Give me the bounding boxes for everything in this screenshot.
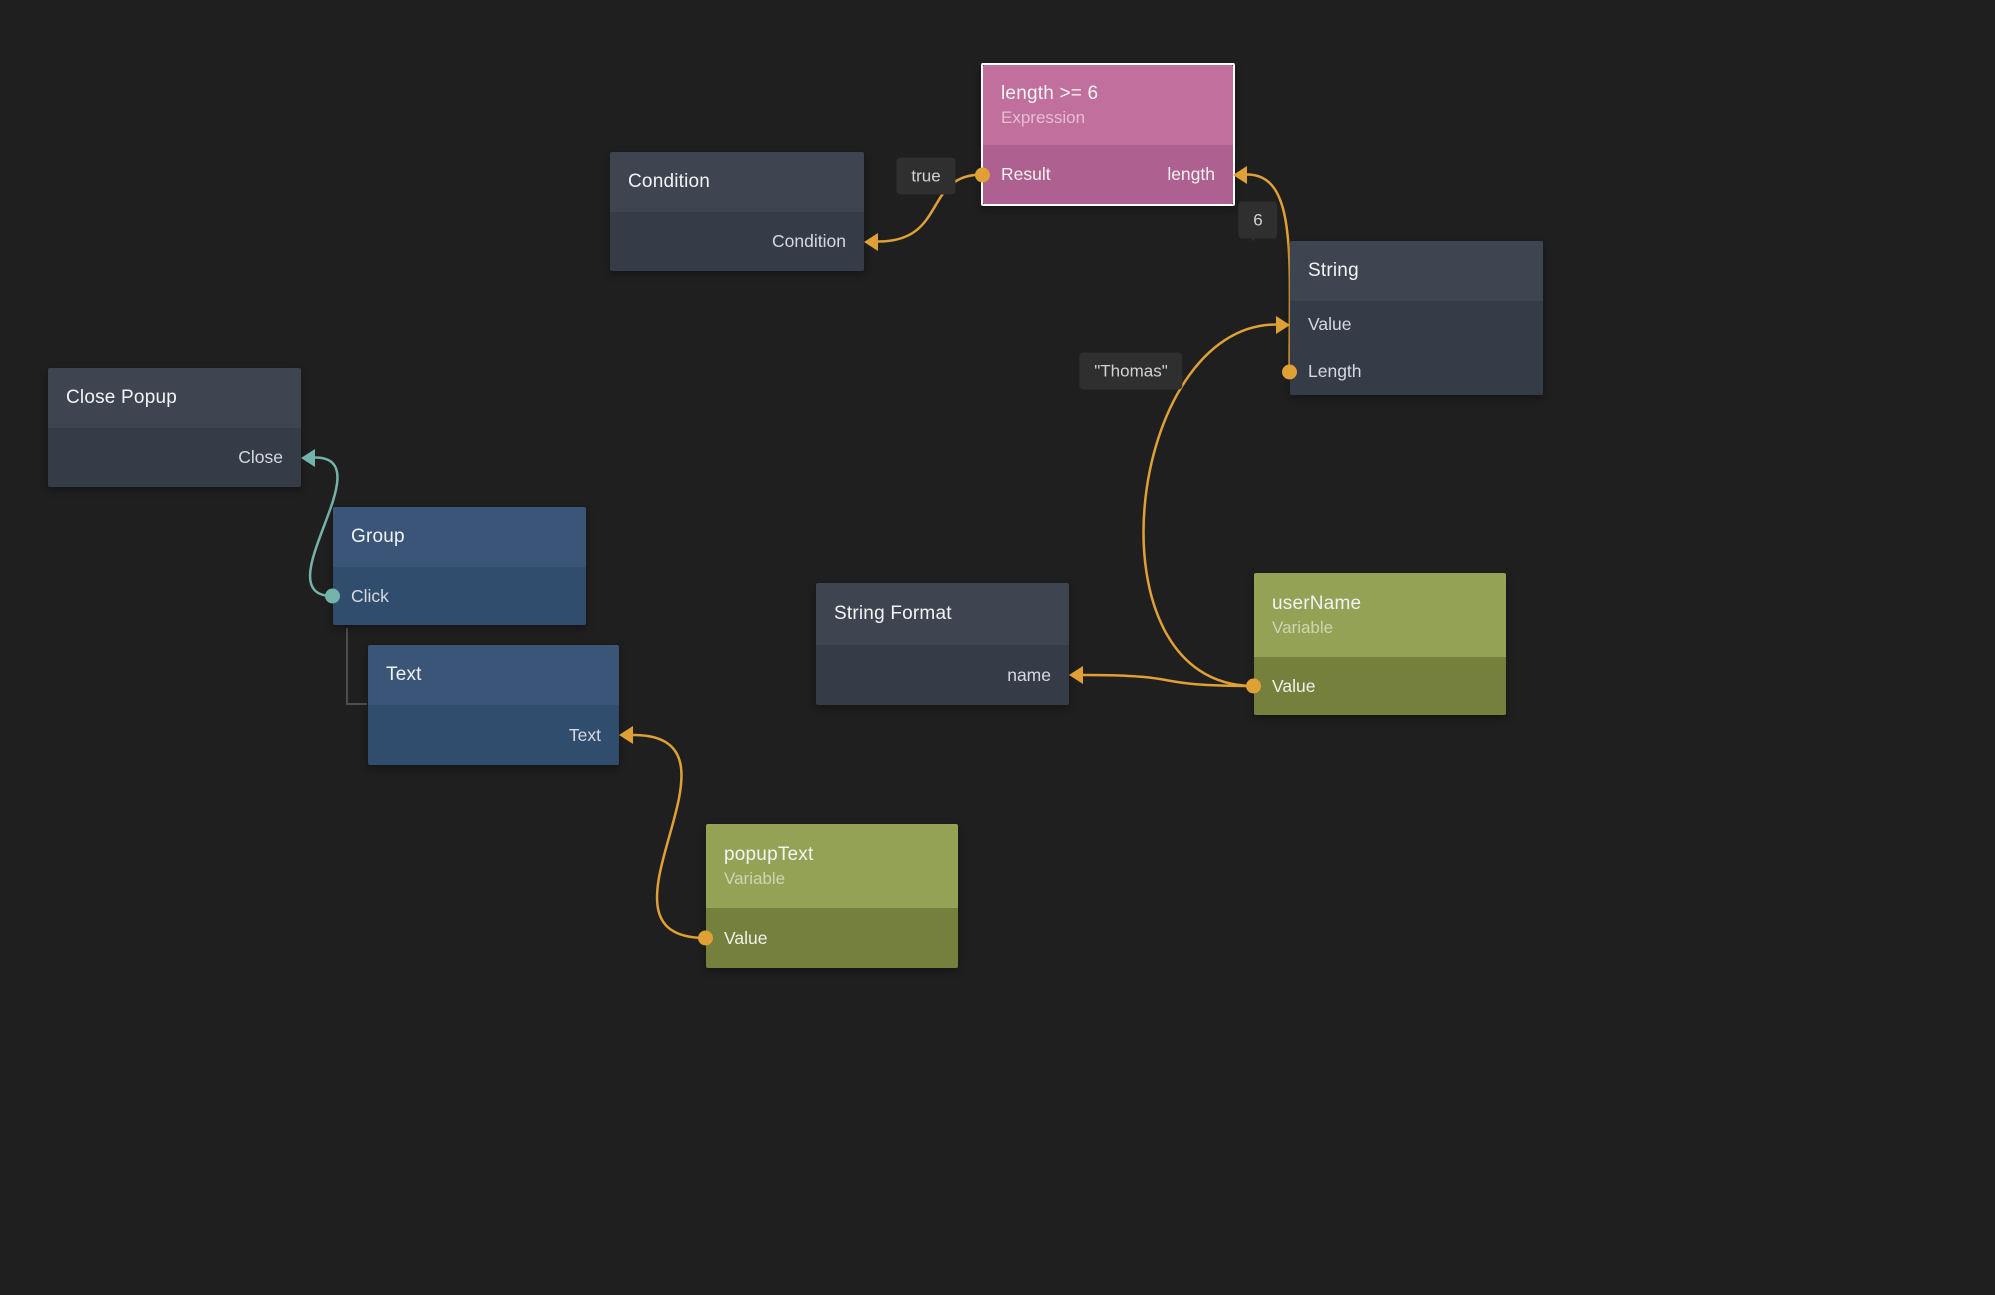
node-subtitle: Variable <box>1272 617 1334 637</box>
port-connector-dot[interactable] <box>1246 678 1261 694</box>
port-connector-dot[interactable] <box>1282 364 1297 379</box>
port-connector-arrow[interactable] <box>1069 666 1083 684</box>
node-body: Value <box>1246 657 1506 715</box>
port-row: Text <box>368 705 633 765</box>
port-label-value: Value <box>1272 675 1316 696</box>
node-subtitle: Variable <box>724 868 786 888</box>
node-body: Condition <box>610 212 878 271</box>
node-username-variable[interactable]: userName Variable Value <box>1246 573 1506 715</box>
port-connector-arrow[interactable] <box>1276 315 1290 334</box>
port-label-close: Close <box>238 447 283 467</box>
port-label-length: length <box>1167 164 1215 184</box>
port-label-value: Value <box>1308 314 1352 334</box>
port-row: Value <box>1246 657 1506 715</box>
port-row: Value <box>698 908 958 968</box>
port-label-value: Value <box>724 927 768 948</box>
port-label-condition: Condition <box>772 231 846 251</box>
node-string-format[interactable]: String Format name <box>816 583 1083 705</box>
node-header: Condition <box>610 152 864 212</box>
node-header: length >= 6 Expression <box>983 65 1233 145</box>
connection-wire[interactable] <box>632 733 706 940</box>
port-label-result: Result <box>1001 164 1051 184</box>
node-title: String <box>1308 260 1359 281</box>
connection-wire[interactable] <box>308 456 339 598</box>
port-label-text: Text <box>568 724 601 745</box>
port-connector-dot[interactable] <box>698 930 713 946</box>
node-title: userName <box>1272 592 1362 614</box>
port-connector-arrow[interactable] <box>864 232 878 251</box>
node-title: Condition <box>628 171 711 192</box>
node-body: Click <box>325 567 586 625</box>
port-row: name <box>816 645 1083 705</box>
node-header: String <box>1290 241 1543 301</box>
port-row: Click <box>325 567 586 625</box>
node-subtitle: Expression <box>1001 107 1086 127</box>
connection-value-badge: 6 <box>1238 201 1278 242</box>
port-row: Condition <box>610 212 878 271</box>
node-body: Value Length <box>1276 301 1543 395</box>
node-header: Group <box>333 507 586 567</box>
port-row: Result length <box>975 145 1247 204</box>
node-close-popup[interactable]: Close Popup Close <box>48 368 315 487</box>
node-expression[interactable]: length >= 6 Expression Result length <box>975 63 1247 206</box>
port-label-click: Click <box>351 585 389 606</box>
node-popuptext-variable[interactable]: popupText Variable Value <box>698 824 958 968</box>
connection-wire[interactable] <box>1142 323 1277 688</box>
node-header: popupText Variable <box>706 824 958 908</box>
node-group[interactable]: Group Click <box>325 507 586 625</box>
node-title: Text <box>386 664 422 685</box>
port-connector-dot[interactable] <box>975 167 990 182</box>
port-connector-arrow[interactable] <box>1233 165 1247 184</box>
port-row: Value <box>1276 301 1543 348</box>
node-header: Close Popup <box>48 368 301 428</box>
node-body: Value <box>698 908 958 968</box>
connection-wire[interactable] <box>1082 673 1254 688</box>
connection-value-badge: "Thomas" <box>1079 352 1183 390</box>
port-row: Length <box>1282 348 1543 395</box>
port-connector-dot[interactable] <box>325 588 340 604</box>
hierarchy-line <box>346 628 367 705</box>
port-label-length: Length <box>1308 361 1362 381</box>
node-body: Text <box>368 705 633 765</box>
node-header: Text <box>368 645 619 705</box>
port-connector-arrow[interactable] <box>619 726 633 744</box>
node-title: String Format <box>834 603 952 624</box>
port-row: Close <box>48 428 315 487</box>
port-connector-arrow[interactable] <box>301 448 315 467</box>
node-body: Result length <box>975 145 1247 204</box>
connection-value-badge: true <box>896 157 956 195</box>
node-body: name <box>816 645 1083 705</box>
node-text[interactable]: Text Text <box>368 645 633 765</box>
node-title: Group <box>351 526 405 547</box>
connection-wire[interactable] <box>877 173 983 243</box>
node-title: length >= 6 <box>1001 82 1099 104</box>
port-label-name: name <box>1007 664 1051 685</box>
node-condition[interactable]: Condition Condition <box>610 152 878 271</box>
node-header: userName Variable <box>1254 573 1506 657</box>
node-string[interactable]: String Value Length <box>1276 241 1543 395</box>
node-header: String Format <box>816 583 1069 645</box>
node-title: Close Popup <box>66 387 177 408</box>
node-title: popupText <box>724 843 814 865</box>
node-body: Close <box>48 428 315 487</box>
